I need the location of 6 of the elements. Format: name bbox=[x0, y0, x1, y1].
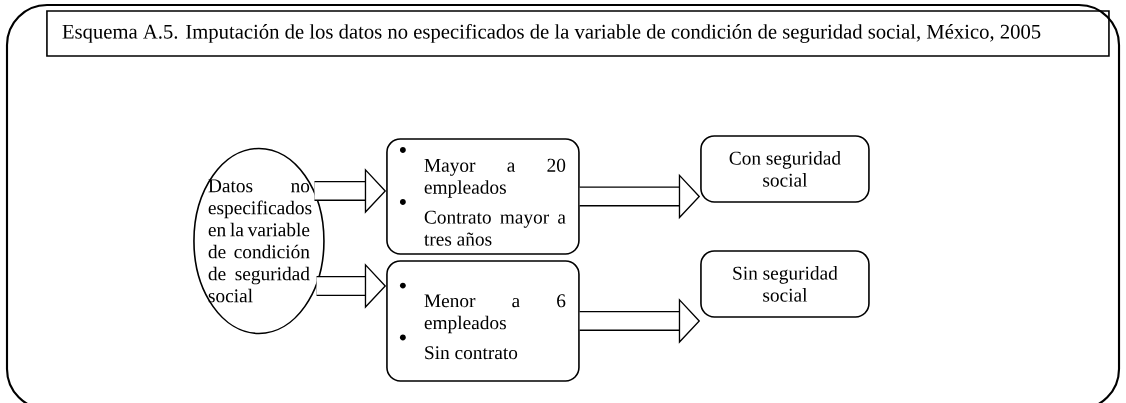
criteria-box: Mayor a 20 empleados Contrato mayor a tres años bbox=[386, 138, 580, 255]
title-box: Esquema A.5. Imputación de los datos no especificados de la variable de condición de seguridad social, México, 2005 bbox=[46, 10, 1110, 57]
criteria-box: Menor a 6 empleados Sin contrato bbox=[386, 260, 580, 382]
result-box: Sin seguridad social bbox=[700, 250, 870, 318]
outer-frame bbox=[5, 3, 1121, 403]
result-box: Con seguridad social bbox=[700, 135, 870, 203]
